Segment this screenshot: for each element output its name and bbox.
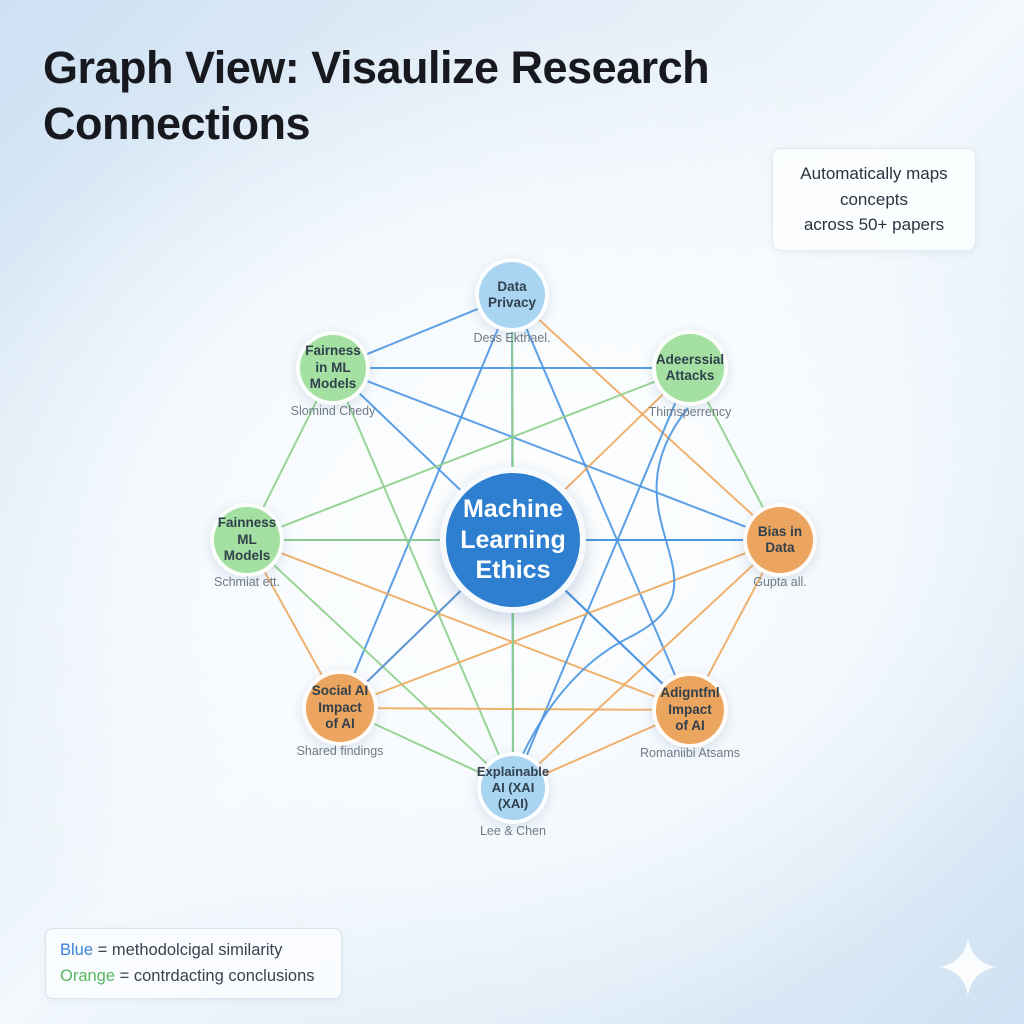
node-label-adigntfnl: Adigntfnl Impact of AI xyxy=(660,685,720,734)
edge-fainness-ml-adigntfnl xyxy=(246,539,691,711)
node-label-fairness-in-ml: Fairness in ML Models xyxy=(305,343,361,392)
edge-fairness-in-ml-explainable xyxy=(332,367,514,789)
edge-social-ai-adigntfnl xyxy=(339,707,691,711)
node-label-data-privacy: Data Privacy xyxy=(487,278,537,310)
node-sublabel-fairness-in-ml: Slomind Chedy xyxy=(290,404,376,418)
curved-edge-0 xyxy=(522,407,689,755)
legend-term-blue: Blue xyxy=(60,941,94,959)
legend-term-orange: Orange xyxy=(60,966,116,985)
node-label-fainness-ml: Fainness ML Models xyxy=(217,515,277,564)
legend-row-blue: Blue = methodolcigal similarity xyxy=(60,938,327,964)
node-sublabel-adigntfnl: Romaniibi Atsams xyxy=(639,746,741,760)
graph-node-adversarial[interactable]: Adeerssial Attacks xyxy=(652,330,728,406)
info-card: Automatically maps concepts across 50+ p… xyxy=(772,148,976,251)
node-sublabel-data-privacy: Dess Ekthael. xyxy=(473,331,551,345)
edge-fainness-ml-adversarial xyxy=(246,367,691,541)
node-label-bias-in-data: Bias in Data xyxy=(757,523,803,555)
node-label-adversarial: Adeerssial Attacks xyxy=(655,351,725,383)
node-label-explainable: Explainable AI (XAI (XAI) xyxy=(476,764,550,811)
graph-node-fairness-in-ml[interactable]: Fairness in ML Models xyxy=(296,331,370,405)
edge-data-privacy-bias-in-data xyxy=(511,294,781,541)
graph-node-center[interactable]: Machine Learning Ethics xyxy=(440,467,586,613)
graph-node-social-ai[interactable]: Social AI Impact of AI xyxy=(302,670,378,746)
graph-node-bias-in-data[interactable]: Bias in Data xyxy=(743,503,817,577)
node-sublabel-explainable: Lee & Chen xyxy=(479,824,547,838)
page-title: Graph View: Visaulize Research Connectio… xyxy=(43,42,710,150)
graph-node-data-privacy[interactable]: Data Privacy xyxy=(475,258,549,332)
node-label-center: Machine Learning Ethics xyxy=(460,495,566,585)
node-sublabel-social-ai: Shared findings xyxy=(296,744,384,758)
node-sublabel-bias-in-data: Gupta all. xyxy=(753,575,807,589)
edge-data-privacy-adigntfnl xyxy=(511,294,691,711)
graph-node-adigntfnl[interactable]: Adigntfnl Impact of AI xyxy=(652,672,728,748)
edge-fainness-ml-explainable xyxy=(246,539,514,789)
sparkle-icon xyxy=(939,938,997,996)
graph-node-explainable[interactable]: Explainable AI (XAI (XAI) xyxy=(477,752,549,824)
edge-data-privacy-social-ai xyxy=(339,294,513,709)
node-sublabel-adversarial: Thimsperrency xyxy=(648,405,732,419)
edge-fairness-in-ml-bias-in-data xyxy=(332,367,781,541)
edge-color-legend: Blue = methodolcigal similarity Orange =… xyxy=(45,928,342,1000)
legend-text-orange: = contrdacting conclusions xyxy=(115,966,315,985)
legend-text-blue: = methodolcigal similarity xyxy=(93,941,283,959)
graph-node-fainness-ml[interactable]: Fainness ML Models xyxy=(210,503,284,577)
node-label-social-ai: Social AI Impact of AI xyxy=(311,683,369,732)
node-sublabel-fainness-ml: Schmiat ett. xyxy=(214,575,280,589)
edge-bias-in-data-explainable xyxy=(512,539,781,789)
edge-social-ai-bias-in-data xyxy=(339,539,781,709)
legend-row-orange: Orange = contrdacting conclusions xyxy=(60,964,327,990)
